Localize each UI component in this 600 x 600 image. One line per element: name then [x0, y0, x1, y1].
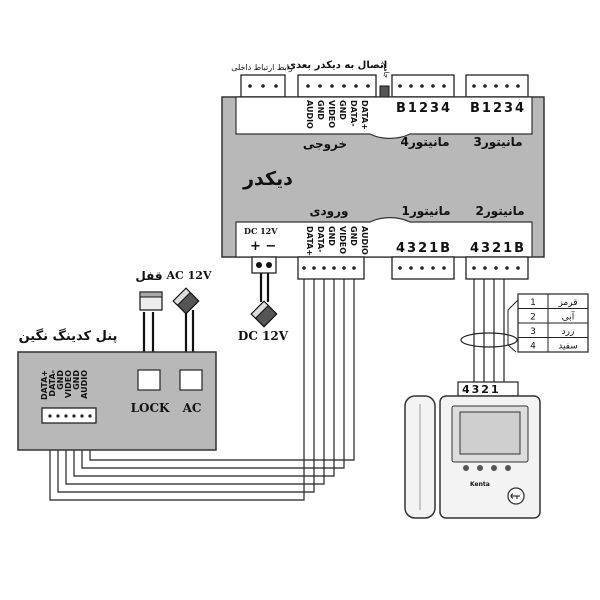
table-row-num: 1 [530, 298, 536, 308]
top-connector-dots [248, 84, 520, 88]
monitor-button[interactable] [477, 465, 483, 471]
ac-plug-icon [172, 287, 200, 315]
ac-connector-label: AC 12V [166, 269, 212, 282]
monitor2-label: مانیتور2 [475, 204, 524, 219]
wire-color-table: 1 قرمز 2 آبی 3 زرد 4 سفید [507, 293, 589, 353]
monitor-button[interactable] [463, 465, 469, 471]
input-label: ورودی [310, 204, 349, 219]
monitor2-bottom-pins: 4321B [470, 241, 526, 256]
in-pin: GND [349, 226, 358, 246]
out-pin: VIDEO [327, 100, 336, 128]
wire-gnd-1 [65, 278, 325, 485]
out-pin: GND [338, 100, 347, 120]
lock-label: LOCK [131, 401, 170, 415]
panel-pin: DATA+ [40, 370, 49, 400]
panel-pin: GND [56, 370, 65, 390]
panel-terminal-dots [48, 414, 92, 418]
output-pins: AUDIO GND VIDEO GND DATA- DATA+ [305, 100, 369, 130]
monitor-buttons [463, 465, 511, 471]
panel-body [17, 351, 217, 451]
table-row-color: زرد [562, 327, 575, 337]
panel-lock-socket[interactable] [137, 369, 161, 391]
panel-pin: GND [72, 370, 81, 390]
ac-connector: AC 12V [166, 269, 212, 315]
jumper-label: جامپر [382, 61, 390, 78]
bottom-connector-dots [302, 266, 520, 270]
monitor: 4321 Kenta [404, 381, 541, 519]
monitor3-label: مانیتور3 [473, 135, 522, 150]
table-pointer [507, 299, 519, 353]
monitor1-label: مانیتور1 [401, 204, 450, 219]
out-pin: DATA+ [360, 100, 369, 130]
input-pins: DATA+ DATA- GND VIDEO GND AUDIO [305, 226, 369, 256]
power-supply-label: DC 12V [238, 329, 289, 343]
monitor-terminal-pins: 4321 [462, 383, 501, 396]
monitor-brand: Kenta [470, 481, 490, 488]
monitor3-top-pins: B1234 [470, 101, 526, 116]
monitor-wires [460, 278, 518, 385]
wire-data-plus [49, 278, 305, 501]
table-row-color: قرمز [557, 298, 577, 308]
ac-label: AC [182, 401, 202, 415]
table-row-num: 3 [530, 327, 536, 337]
output-label: خروجی [303, 137, 347, 152]
out-pin: DATA- [349, 100, 358, 127]
table-row-num: 2 [530, 313, 536, 323]
panel-pins: DATA+ DATA- GND VIDEO GND AUDIO [40, 370, 89, 400]
decoder-title: دیکدر [242, 168, 293, 190]
monitor-screen [459, 411, 521, 455]
dc-input-connector[interactable] [251, 256, 277, 274]
coding-panel: پنل کدینگ نگین DATA+ DATA- GND VIDEO GND… [17, 328, 217, 451]
lock-plug-cap [139, 291, 163, 298]
panel-pin: AUDIO [80, 370, 89, 399]
lock-connector-label: قفل [135, 269, 162, 283]
dc-cable [259, 270, 270, 302]
decoder-top-strip [235, 96, 533, 139]
monitor1-bottom-pins: 4321B [396, 241, 452, 256]
in-pin: GND [327, 226, 336, 246]
monitor4-top-pins: B1234 [396, 101, 452, 116]
decoder-bottom-strip [235, 217, 533, 258]
next-decoder-label: اتصال به دیکدر بعدی [287, 60, 387, 71]
power-supply: DC 12V [238, 300, 289, 343]
internal-link-label: رابط ارتباط داخلی [231, 63, 293, 72]
dc-terminal [266, 262, 272, 268]
out-pin: GND [316, 100, 325, 120]
key-icon [510, 493, 520, 499]
out-pin: AUDIO [305, 100, 314, 129]
wire-bundle-ring [460, 332, 518, 348]
in-pin: DATA+ [305, 226, 314, 256]
table-row-num: 4 [530, 342, 536, 352]
table-row-color: آبی [562, 311, 575, 323]
in-pin: DATA- [316, 226, 325, 253]
in-pin: AUDIO [360, 226, 369, 255]
monitor-button[interactable] [505, 465, 511, 471]
dc-plug-icon [250, 300, 278, 328]
in-pin: VIDEO [338, 226, 347, 254]
wire-data-minus [57, 278, 315, 493]
monitor-button[interactable] [491, 465, 497, 471]
monitor4-label: مانیتور4 [400, 135, 449, 150]
panel-ac-socket[interactable] [179, 369, 203, 391]
input-connector[interactable] [297, 256, 365, 280]
lock-connector: قفل [135, 269, 163, 311]
panel-title: پنل کدینگ نگین [19, 328, 118, 344]
dc-terminal [256, 262, 262, 268]
panel-pin: VIDEO [64, 370, 73, 398]
panel-terminal-block[interactable] [41, 407, 97, 424]
decoder: رابط ارتباط داخلی اتصال به دیکدر بعدی جا… [221, 60, 545, 280]
dc-polarity: + − [250, 239, 276, 254]
table-row-color: سفید [558, 342, 578, 352]
dc-input-label: DC 12V [244, 226, 278, 236]
panel-pin: DATA- [48, 370, 57, 397]
